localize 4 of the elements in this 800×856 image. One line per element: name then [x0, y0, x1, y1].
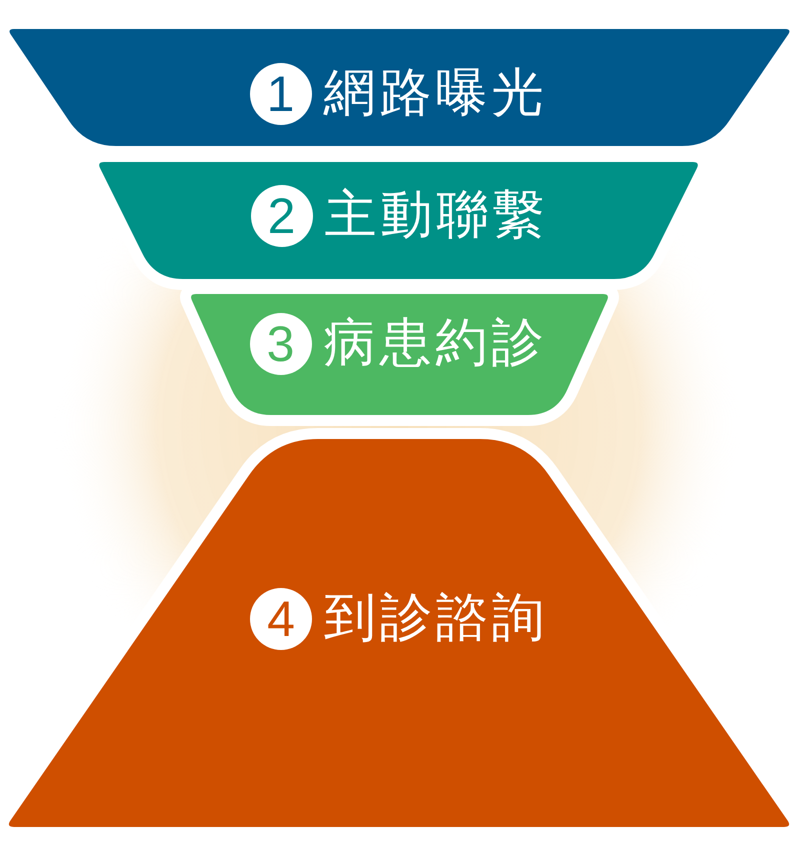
- stage-label: 網路曝光: [324, 65, 548, 123]
- stage-label: 主動聯繫: [324, 187, 548, 245]
- stage-label: 病患約診: [324, 315, 548, 373]
- stage-label: 到診諮詢: [324, 590, 548, 648]
